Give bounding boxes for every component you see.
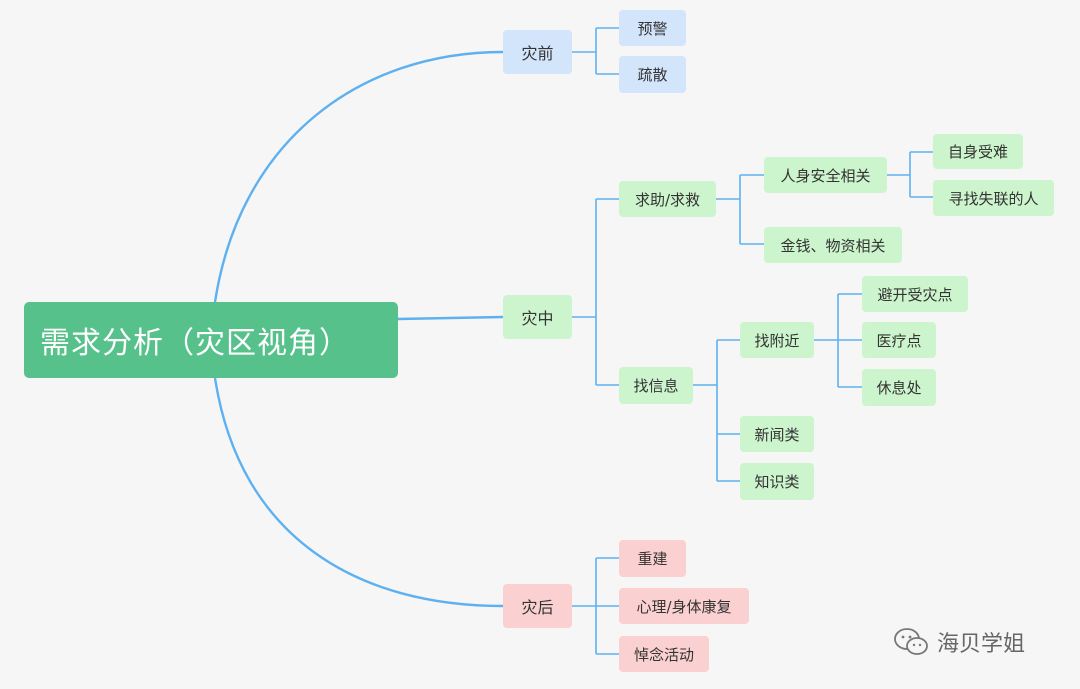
node-pre-evacuation[interactable]: 疏散 xyxy=(619,56,686,93)
edge-nearby-children xyxy=(814,293,862,388)
edge-root-post xyxy=(213,377,504,608)
node-find-info[interactable]: 找信息 xyxy=(619,367,693,404)
node-pre[interactable]: 灾前 xyxy=(503,30,572,74)
node-rest[interactable]: 休息处 xyxy=(862,369,936,406)
node-help[interactable]: 求助/求救 xyxy=(619,181,716,217)
node-mid[interactable]: 灾中 xyxy=(503,295,572,339)
node-money-supplies[interactable]: 金钱、物资相关 xyxy=(764,227,902,263)
node-post[interactable]: 灾后 xyxy=(503,584,572,628)
root-node[interactable]: 需求分析（灾区视角） xyxy=(24,302,398,378)
edge-post-children xyxy=(572,557,619,655)
node-avoid-disaster[interactable]: 避开受灾点 xyxy=(862,276,968,312)
wechat-icon xyxy=(894,628,928,655)
watermark-text: 海贝学姐 xyxy=(937,632,1026,657)
node-knowledge[interactable]: 知识类 xyxy=(740,463,814,500)
node-medical[interactable]: 医疗点 xyxy=(862,322,936,358)
node-rebuild[interactable]: 重建 xyxy=(619,540,686,577)
edge-personal-children xyxy=(887,151,933,198)
edge-pre-children xyxy=(572,27,619,75)
edge-root-pre xyxy=(213,50,504,303)
node-find-missing[interactable]: 寻找失联的人 xyxy=(933,180,1054,216)
edge-info-children xyxy=(693,339,740,482)
node-self-in-danger[interactable]: 自身受难 xyxy=(933,134,1023,169)
node-news[interactable]: 新闻类 xyxy=(740,416,814,452)
node-personal-safety[interactable]: 人身安全相关 xyxy=(764,157,887,193)
node-recovery[interactable]: 心理/身体康复 xyxy=(619,588,749,624)
watermark: 海贝学姐 xyxy=(893,622,1025,662)
edge-mid-children xyxy=(572,198,619,386)
node-memorial[interactable]: 悼念活动 xyxy=(619,636,709,672)
edge-help-children xyxy=(716,174,764,245)
node-find-nearby[interactable]: 找附近 xyxy=(740,322,814,358)
node-pre-warning[interactable]: 预警 xyxy=(619,10,686,46)
edge-root-mid xyxy=(397,315,504,321)
